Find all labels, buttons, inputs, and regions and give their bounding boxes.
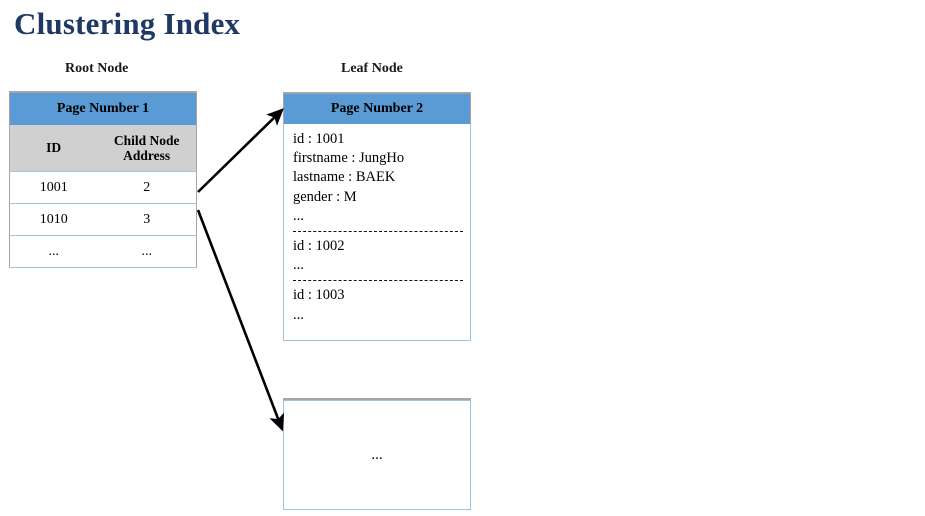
cell-id: 1010: [9, 203, 98, 236]
cell-id: ...: [9, 235, 98, 268]
table-row: ... ...: [9, 235, 198, 268]
record-line: ...: [293, 257, 304, 274]
record-line: ...: [293, 207, 304, 224]
root-page-header-row: Page Number 1: [9, 93, 197, 125]
record-entry: id : 1002 ...: [293, 237, 470, 275]
record-line: id : 1003: [293, 287, 345, 304]
ellipsis-node-label: ...: [371, 446, 383, 463]
arrow-root-to-leaf-icon: [197, 108, 284, 193]
record-line: lastname : BAEK: [293, 169, 396, 186]
record-separator: [293, 231, 463, 233]
record-line: firstname : JungHo: [293, 150, 405, 167]
cell-address: 2: [97, 171, 198, 204]
column-header-child-node-address: Child Node Address: [97, 125, 198, 172]
record-entry: id : 1003 ...: [293, 286, 470, 324]
root-node-caption: Root Node: [65, 61, 129, 76]
root-node-table: Page Number 1 ID Child Node Address 1001…: [9, 93, 198, 268]
leaf-node-box: Page Number 2 id : 1001 firstname : Jung…: [283, 94, 471, 341]
root-page-header: Page Number 1: [9, 93, 197, 125]
arrow-root-to-ellipsis-icon: [196, 209, 285, 432]
table-row: 1010 3: [9, 203, 198, 236]
root-column-header-row: ID Child Node Address: [9, 125, 198, 172]
record-line: id : 1002: [293, 238, 345, 255]
page-title: Clustering Index: [14, 6, 241, 41]
leaf-node-records: id : 1001 firstname : JungHo lastname : …: [283, 124, 471, 341]
table-row: 1001 2: [9, 171, 198, 204]
leaf-page-header: Page Number 2: [283, 94, 471, 124]
ellipsis-node-box: ...: [283, 400, 471, 510]
column-header-id: ID: [9, 125, 98, 172]
cell-id: 1001: [9, 171, 98, 204]
record-line: gender : M: [293, 188, 357, 205]
record-separator: [293, 280, 463, 282]
record-entry: id : 1001 firstname : JungHo lastname : …: [293, 130, 470, 226]
cell-address: ...: [97, 235, 198, 268]
cell-address: 3: [97, 203, 198, 236]
record-line: id : 1001: [293, 131, 345, 147]
record-line: ...: [293, 306, 304, 323]
leaf-node-caption: Leaf Node: [341, 61, 403, 76]
